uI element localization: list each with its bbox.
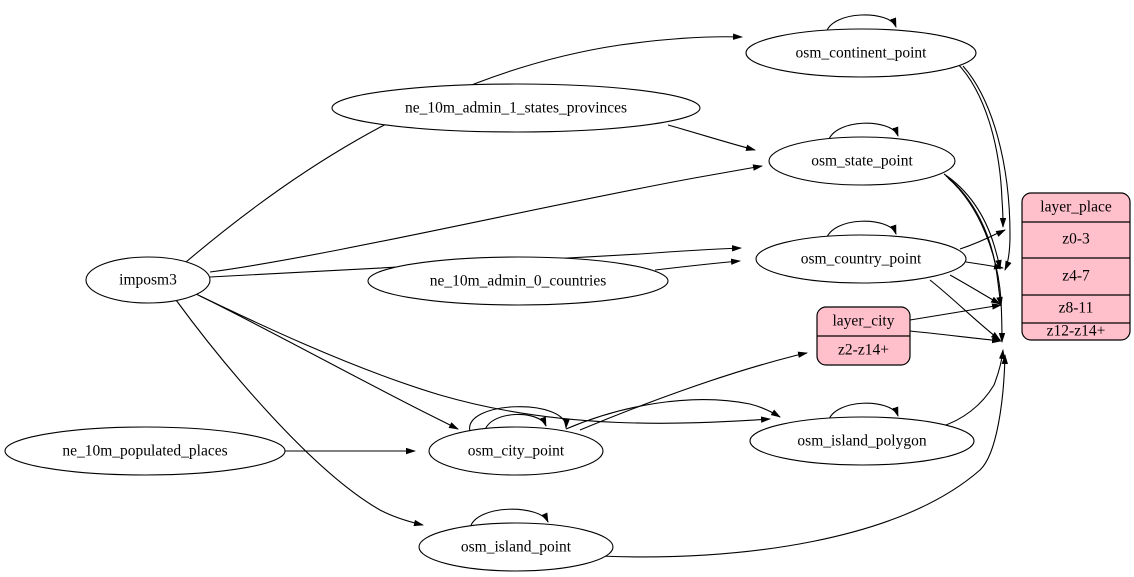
node-osm_continent_point-label: osm_continent_point	[796, 45, 928, 62]
edge-osm_city_point-to-layer_city-z2-z14+	[579, 351, 808, 431]
node-osm_island_polygon-label: osm_island_polygon	[797, 433, 926, 450]
node-ne_10m_admin_0_countries[interactable]: ne_10m_admin_0_countries	[367, 256, 669, 306]
edge-osm_continent_point-to-layer_place-z0-3	[956, 62, 1007, 228]
edge-osm_country_point-to-layer_place-z8-11	[949, 274, 1001, 305]
nodes-layer: imposm3 ne_10m_admin_1_states_provinces …	[4, 28, 1131, 572]
node-osm_continent_point[interactable]: osm_continent_point	[745, 28, 977, 78]
edge-osm_state_point-to-layer_place-z4-7	[943, 173, 1002, 270]
edge-osm_country_point-to-layer_place-z4-7	[965, 261, 1004, 270]
node-osm_country_point[interactable]: osm_country_point	[755, 234, 967, 284]
edge-osm_city_point-to-osm_island_polygon	[565, 399, 781, 430]
edge-osm_island_point-to-layer_place-z12-z14+	[599, 354, 1008, 558]
edge-self-loop-osm_island_point	[469, 508, 549, 529]
edge-imposm3-to-osm_continent_point	[185, 33, 743, 263]
layer_place-row-z0-3[interactable]: z0-3	[1062, 231, 1090, 248]
node-osm_country_point-label: osm_country_point	[801, 251, 922, 268]
node-imposm3[interactable]: imposm3	[85, 256, 211, 304]
edge-self-loop-osm_country_point	[825, 220, 897, 241]
edge-ne_countries-to-osm_country_point	[654, 258, 741, 271]
edge-osm_island_polygon-to-layer_place-z12-z14+	[939, 349, 1006, 428]
node-osm_island_polygon[interactable]: osm_island_polygon	[749, 416, 975, 466]
node-ne_10m_populated_places[interactable]: ne_10m_populated_places	[4, 426, 286, 476]
edge-osm_country_point-to-layer_place-z12-z14+	[929, 279, 1001, 341]
node-osm_city_point[interactable]: osm_city_point	[428, 426, 604, 476]
edge-imposm3-to-osm_city_point	[199, 295, 459, 430]
edge-imposm3-to-osm_island_polygon	[195, 293, 771, 424]
layer_place-row-z8-11[interactable]: z8-11	[1059, 300, 1094, 317]
layer_place-row-z12-z14[interactable]: z12-z14+	[1047, 323, 1106, 340]
edge-ne_states-to-osm_state_point	[667, 124, 756, 151]
edge-self-loop-osm_city_point-outer	[469, 406, 570, 433]
node-layer_place[interactable]: layer_place z0-3 z4-7 z8-11 z12-z14+	[1021, 192, 1131, 341]
edge-imposm3-to-osm_state_point	[209, 164, 763, 273]
layer_place-box[interactable]	[1021, 192, 1131, 341]
layer_city-row-z2-z14[interactable]: z2-z14+	[838, 342, 889, 359]
node-imposm3-label: imposm3	[119, 272, 177, 289]
node-layer_city[interactable]: layer_city z2-z14+	[816, 306, 911, 366]
edge-imposm3-to-osm_island_point	[175, 299, 424, 527]
node-ne_populated-label: ne_10m_populated_places	[62, 443, 227, 460]
edge-osm_state_point-to-layer_place-z12-z14+	[947, 177, 1006, 343]
edge-self-loop-osm_state_point	[827, 122, 899, 143]
edge-layer_city-to-layer_place-z12-z14+	[909, 330, 1002, 344]
node-osm_island_point-label: osm_island_point	[461, 539, 572, 556]
layer_city-title: layer_city	[833, 313, 895, 330]
node-osm_island_point[interactable]: osm_island_point	[418, 522, 614, 572]
edge-self-loop-osm_island_polygon	[827, 402, 899, 423]
edge-osm_continent_point-to-layer_place-z4-7	[962, 65, 1012, 271]
edge-self-loop-osm_city_point-inner	[484, 413, 547, 431]
node-osm_state_point[interactable]: osm_state_point	[768, 136, 956, 186]
layer_place-title: layer_place	[1040, 199, 1112, 216]
edge-self-loop-osm_continent_point	[825, 14, 897, 34]
layer_place-row-z4-7[interactable]: z4-7	[1062, 268, 1090, 285]
node-ne_10m_admin_1_states_provinces[interactable]: ne_10m_admin_1_states_provinces	[331, 83, 701, 133]
node-osm_state_point-label: osm_state_point	[811, 153, 913, 170]
node-osm_city_point-label: osm_city_point	[468, 443, 565, 460]
node-ne_states-label: ne_10m_admin_1_states_provinces	[405, 100, 627, 117]
edge-osm_country_point-to-layer_place-z0-3	[959, 229, 1006, 250]
edge-layer_city-to-layer_place-z8-11	[909, 303, 1002, 321]
node-ne_countries-label: ne_10m_admin_0_countries	[430, 273, 607, 290]
